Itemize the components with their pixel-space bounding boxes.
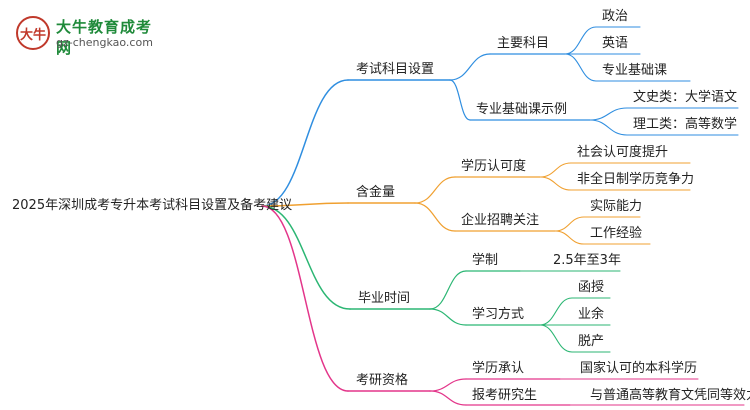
connector-recognition [414, 176, 456, 204]
leaf-english: 英语 [602, 36, 629, 51]
sub-degree-recognition: 学历承认 [472, 361, 525, 376]
connector-root-grad-eligibility [261, 205, 349, 392]
connector-practical-ability [554, 216, 585, 232]
leaf-parttime-competitiveness: 非全日制学历竞争力 [577, 172, 695, 187]
connector-root-exam-subjects [261, 79, 349, 207]
connector-social-recognition [539, 162, 572, 178]
leaf-equal-validity: 与普通高等教育文凭同等效力 [590, 388, 750, 403]
connector-apply-graduate [429, 390, 467, 406]
connector-work-experience [554, 230, 585, 245]
sub-recognition: 学历认可度 [461, 159, 527, 174]
connector-major-examples [449, 79, 471, 121]
connector-main-subjects [449, 53, 491, 81]
sub-major-examples: 专业基础课示例 [476, 102, 568, 117]
root-topic: 2025年深圳成考专升本考试科目设置及备考建议 [12, 198, 293, 213]
leaf-major-basics: 专业基础课 [602, 63, 668, 78]
logo-badge-icon: 大牛 [16, 16, 50, 50]
sub-main-subjects: 主要科目 [497, 36, 550, 51]
connector-liberal-arts [589, 107, 628, 121]
leaf-national-degree: 国家认可的本科学历 [580, 361, 698, 376]
connector-science [589, 119, 628, 136]
leaf-duration: 2.5年至3年 [553, 253, 621, 268]
connector-employer-focus [414, 202, 456, 232]
connector-parttime [539, 176, 572, 191]
connector-study-mode [429, 308, 467, 326]
connector-root-value [261, 202, 349, 207]
connector-program-length [429, 270, 467, 310]
branch-grad-eligibility: 考研资格 [356, 373, 409, 388]
connector-politics [564, 26, 597, 55]
leaf-social-recognition: 社会认可度提升 [577, 145, 669, 160]
connector-correspondence [539, 297, 573, 326]
site-logo: 大牛 大牛教育成考网 gz-chengkao.com [12, 12, 162, 57]
sub-study-mode: 学习方式 [472, 307, 525, 322]
leaf-amateur: 业余 [578, 307, 605, 322]
branch-value: 含金量 [356, 185, 396, 200]
leaf-science: 理工类：高等数学 [633, 117, 738, 132]
branch-graduation: 毕业时间 [358, 291, 411, 306]
logo-glyph: 大牛 [19, 27, 46, 43]
connector-major-basics [564, 53, 597, 82]
connector-fulltime [539, 324, 573, 353]
logo-url: gz-chengkao.com [56, 36, 153, 49]
leaf-liberal-arts: 文史类：大学语文 [633, 90, 738, 105]
logo-title: 大牛教育成考网 [56, 18, 153, 57]
leaf-fulltime: 脱产 [578, 334, 605, 349]
leaf-work-experience: 工作经验 [590, 226, 643, 241]
connector-degree-recognition [429, 378, 467, 392]
connector-root-graduation [261, 205, 351, 310]
leaf-practical-ability: 实际能力 [590, 199, 643, 214]
branch-exam-subjects: 考试科目设置 [356, 62, 435, 77]
sub-program-length: 学制 [472, 253, 499, 268]
sub-apply-graduate: 报考研究生 [472, 388, 538, 403]
sub-employer-focus: 企业招聘关注 [461, 213, 540, 228]
leaf-correspondence: 函授 [578, 280, 605, 295]
leaf-politics: 政治 [602, 9, 629, 24]
